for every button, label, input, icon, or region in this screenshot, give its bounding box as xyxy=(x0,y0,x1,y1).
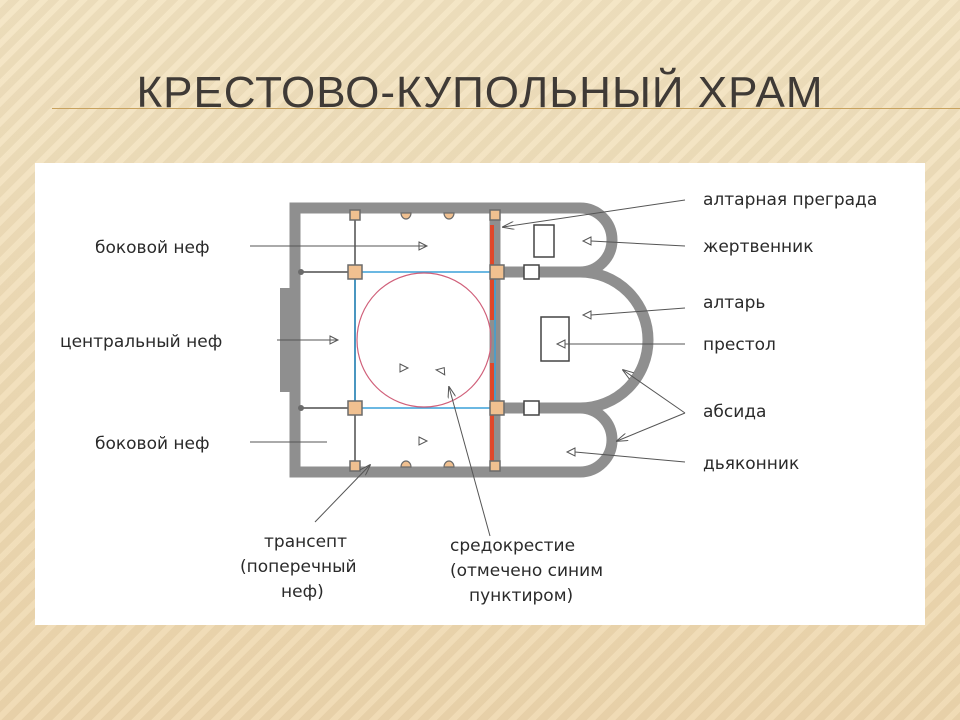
diaconicon-apse xyxy=(490,402,618,478)
label-crossing-1: средокрестие xyxy=(450,536,575,556)
diagram-panel: боковой неф центральный неф боковой неф … xyxy=(35,163,925,625)
label-transept-3: неф) xyxy=(281,582,324,602)
pillars xyxy=(347,209,505,472)
crossing-square xyxy=(354,271,496,409)
label-transept-2: (поперечный xyxy=(240,557,357,577)
label-altar: алтарь xyxy=(703,293,765,313)
label-apse: абсида xyxy=(703,402,766,422)
label-crossing-3: пунктиром) xyxy=(469,586,573,606)
altar-furniture xyxy=(523,224,570,416)
title-rule xyxy=(52,108,960,109)
apse-walls xyxy=(490,202,654,478)
label-diaconicon: дьяконник xyxy=(703,454,799,474)
label-side-nave-top: боковой неф xyxy=(95,238,210,258)
pillar xyxy=(489,209,501,221)
pillar xyxy=(489,400,505,416)
main-apse xyxy=(490,266,654,414)
pillar xyxy=(347,400,363,416)
label-prothesis: жертвенник xyxy=(703,237,814,257)
label-altar-barrier: алтарная преграда xyxy=(703,190,877,210)
side-door-bottom xyxy=(523,400,540,416)
slide-title: КРЕСТОВО-КУПОЛЬНЫЙ ХРАМ xyxy=(136,68,824,117)
leader-lines xyxy=(250,199,686,537)
label-crossing-2: (отмечено синим xyxy=(450,561,603,581)
side-door-top xyxy=(523,264,540,280)
pillar xyxy=(347,264,363,280)
label-central-nave: центральный неф xyxy=(60,332,222,352)
pillar xyxy=(349,460,361,472)
pillar xyxy=(349,209,361,221)
prothesis-table xyxy=(533,224,555,258)
church-plan-diagram: боковой неф центральный неф боковой неф … xyxy=(60,190,877,606)
pillar xyxy=(489,460,501,472)
wall-dots xyxy=(298,269,304,411)
label-side-nave-bottom: боковой неф xyxy=(95,434,210,454)
throne-table xyxy=(540,316,570,362)
wall-pilasters xyxy=(400,212,455,468)
dome-circle xyxy=(356,272,492,408)
label-throne: престол xyxy=(703,335,776,355)
pillar xyxy=(489,264,505,280)
label-transept-1: трансепт xyxy=(264,532,347,552)
